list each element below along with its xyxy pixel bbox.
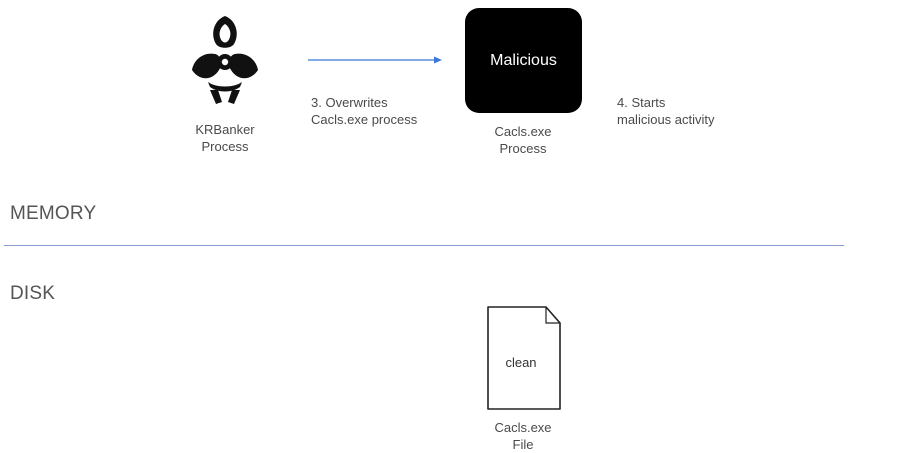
memory-disk-divider — [4, 245, 844, 246]
step-3-label: 3. Overwrites Cacls.exe process — [311, 94, 417, 128]
overwrite-arrow — [308, 56, 442, 64]
malicious-box-text: Malicious — [490, 51, 557, 69]
step-4-label: 4. Starts malicious activity — [617, 94, 715, 128]
file-icon — [487, 306, 561, 410]
krbanker-label-line1: KRBanker — [195, 122, 255, 137]
cacls-process-label-line2: Process — [499, 141, 547, 156]
cacls-process-label-line1: Cacls.exe — [494, 124, 552, 139]
disk-section-label: DISK — [10, 283, 56, 304]
cacls-file-label-line1: Cacls.exe — [494, 420, 552, 435]
step-3-line2: Cacls.exe process — [311, 112, 418, 127]
cacls-file-label: Cacls.exe File — [478, 419, 568, 453]
malicious-process-box: Malicious — [465, 8, 582, 113]
clean-file-text: clean — [505, 355, 537, 370]
step-4-line1: 4. Starts — [617, 95, 666, 110]
cacls-file-label-line2: File — [512, 437, 534, 452]
biohazard-icon — [192, 16, 258, 104]
krbanker-label-line2: Process — [201, 139, 249, 154]
cacls-process-label: Cacls.exe Process — [478, 123, 568, 157]
step-4-line2: malicious activity — [617, 112, 715, 127]
memory-section-label: MEMORY — [10, 203, 97, 224]
step-3-line1: 3. Overwrites — [311, 95, 388, 110]
krbanker-label: KRBanker Process — [192, 121, 258, 155]
